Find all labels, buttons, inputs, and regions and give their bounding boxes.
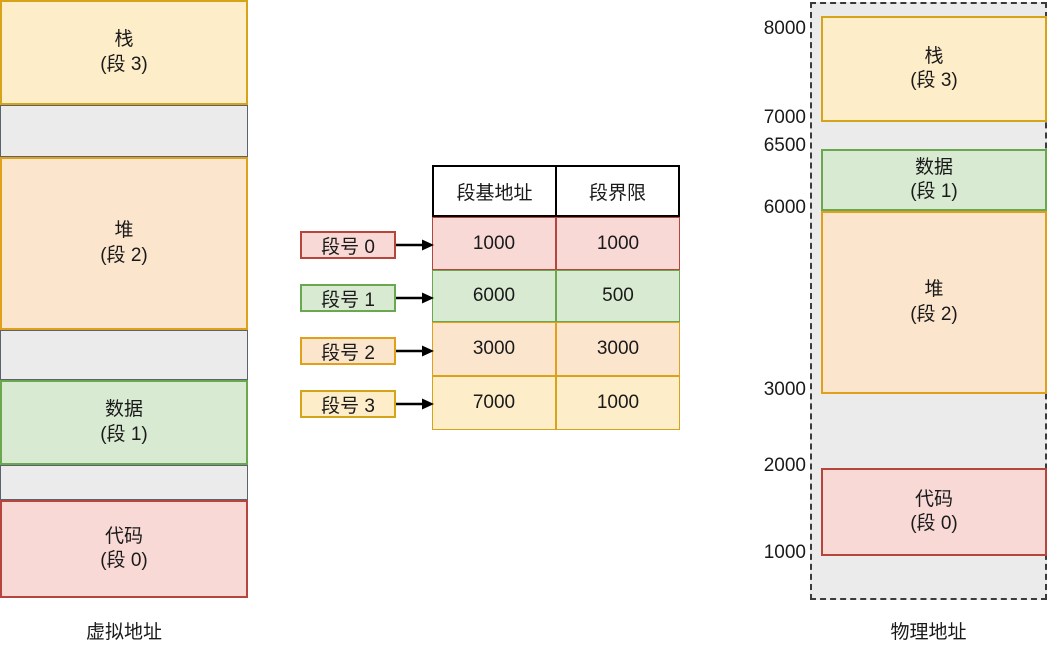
code-segment-physical: 代码 (段 0) — [821, 468, 1047, 556]
heap-segment-physical: 堆(段 2) — [821, 211, 1047, 394]
stack-segment-virtual: 栈(段 3) — [0, 0, 248, 105]
physical-address-scale: 8000 7000 6500 6000 3000 2000 1000 — [728, 0, 806, 651]
address-label-7000: 7000 — [763, 107, 806, 128]
table-row: 7000 — [432, 376, 556, 430]
segment-number: (段 2) — [100, 244, 148, 266]
address-label-6000: 6000 — [763, 197, 806, 218]
table-row: 3000 — [432, 322, 556, 376]
arrow-icon-0 — [396, 238, 434, 252]
table-row: 1000 — [432, 217, 556, 270]
arrow-icon-3 — [396, 397, 434, 411]
address-label-2000: 2000 — [763, 455, 806, 476]
segment-title: 代码 — [914, 488, 953, 510]
physical-address-caption: 物理地址 — [890, 622, 967, 643]
stack-segment-physical: 栈 (段 3) — [821, 16, 1047, 122]
address-label-3000: 3000 — [763, 379, 806, 400]
segment-number: (段 0) — [910, 513, 958, 534]
virtual-address-caption: 虚拟地址 — [85, 622, 162, 643]
segment-number-label-1[interactable]: 段号 1 — [300, 284, 396, 312]
table-header-base: 段基地址 — [432, 165, 556, 217]
segment-number-label-0[interactable]: 段号 0 — [300, 231, 396, 259]
address-label-1000: 1000 — [763, 542, 806, 563]
segment-title: 栈 — [114, 29, 134, 51]
segment-title: 代码 — [104, 525, 143, 547]
arrow-icon-1 — [396, 291, 434, 305]
gap-1-virtual — [0, 105, 248, 157]
segment-number: (段 0) — [100, 550, 148, 571]
address-label-8000: 8000 — [763, 18, 806, 39]
table-row: 1000 — [556, 217, 680, 270]
table-row: 6000 — [432, 270, 556, 322]
segment-title: 堆 — [114, 220, 134, 242]
table-row: 3000 — [556, 322, 680, 376]
segment-title: 堆 — [924, 279, 944, 301]
arrow-icon-2 — [396, 344, 434, 358]
segment-title: 栈 — [924, 45, 944, 67]
segment-number: (段 1) — [100, 423, 148, 445]
physical-address-diagram: 栈 (段 3) 数据 (段 1) 堆(段 2) 代码 (段 0) — [810, 2, 1047, 600]
code-segment-virtual: 代码 (段 0) — [0, 500, 248, 598]
heap-segment-virtual: 堆(段 2) — [0, 157, 248, 330]
segment-number: (段 2) — [910, 303, 958, 325]
gap-2-virtual — [0, 330, 248, 380]
data-segment-virtual: 数据(段 1) — [0, 380, 248, 465]
address-label-6500: 6500 — [763, 135, 806, 156]
table-header-limit: 段界限 — [556, 165, 680, 217]
segment-title: 数据 — [104, 399, 143, 421]
table-row: 1000 — [556, 376, 680, 430]
segment-number: (段 3) — [910, 70, 958, 91]
table-row: 500 — [556, 270, 680, 322]
segment-title: 数据 — [914, 156, 953, 178]
virtual-address-diagram: 栈(段 3) 堆(段 2) 数据(段 1) 代码 (段 0) — [0, 0, 248, 600]
segment-number: (段 1) — [910, 181, 958, 202]
segment-number: (段 3) — [100, 53, 148, 75]
data-segment-physical: 数据 (段 1) — [821, 149, 1047, 211]
segment-number-label-3[interactable]: 段号 3 — [300, 390, 396, 418]
gap-3-virtual — [0, 465, 248, 500]
segment-number-label-2[interactable]: 段号 2 — [300, 337, 396, 365]
